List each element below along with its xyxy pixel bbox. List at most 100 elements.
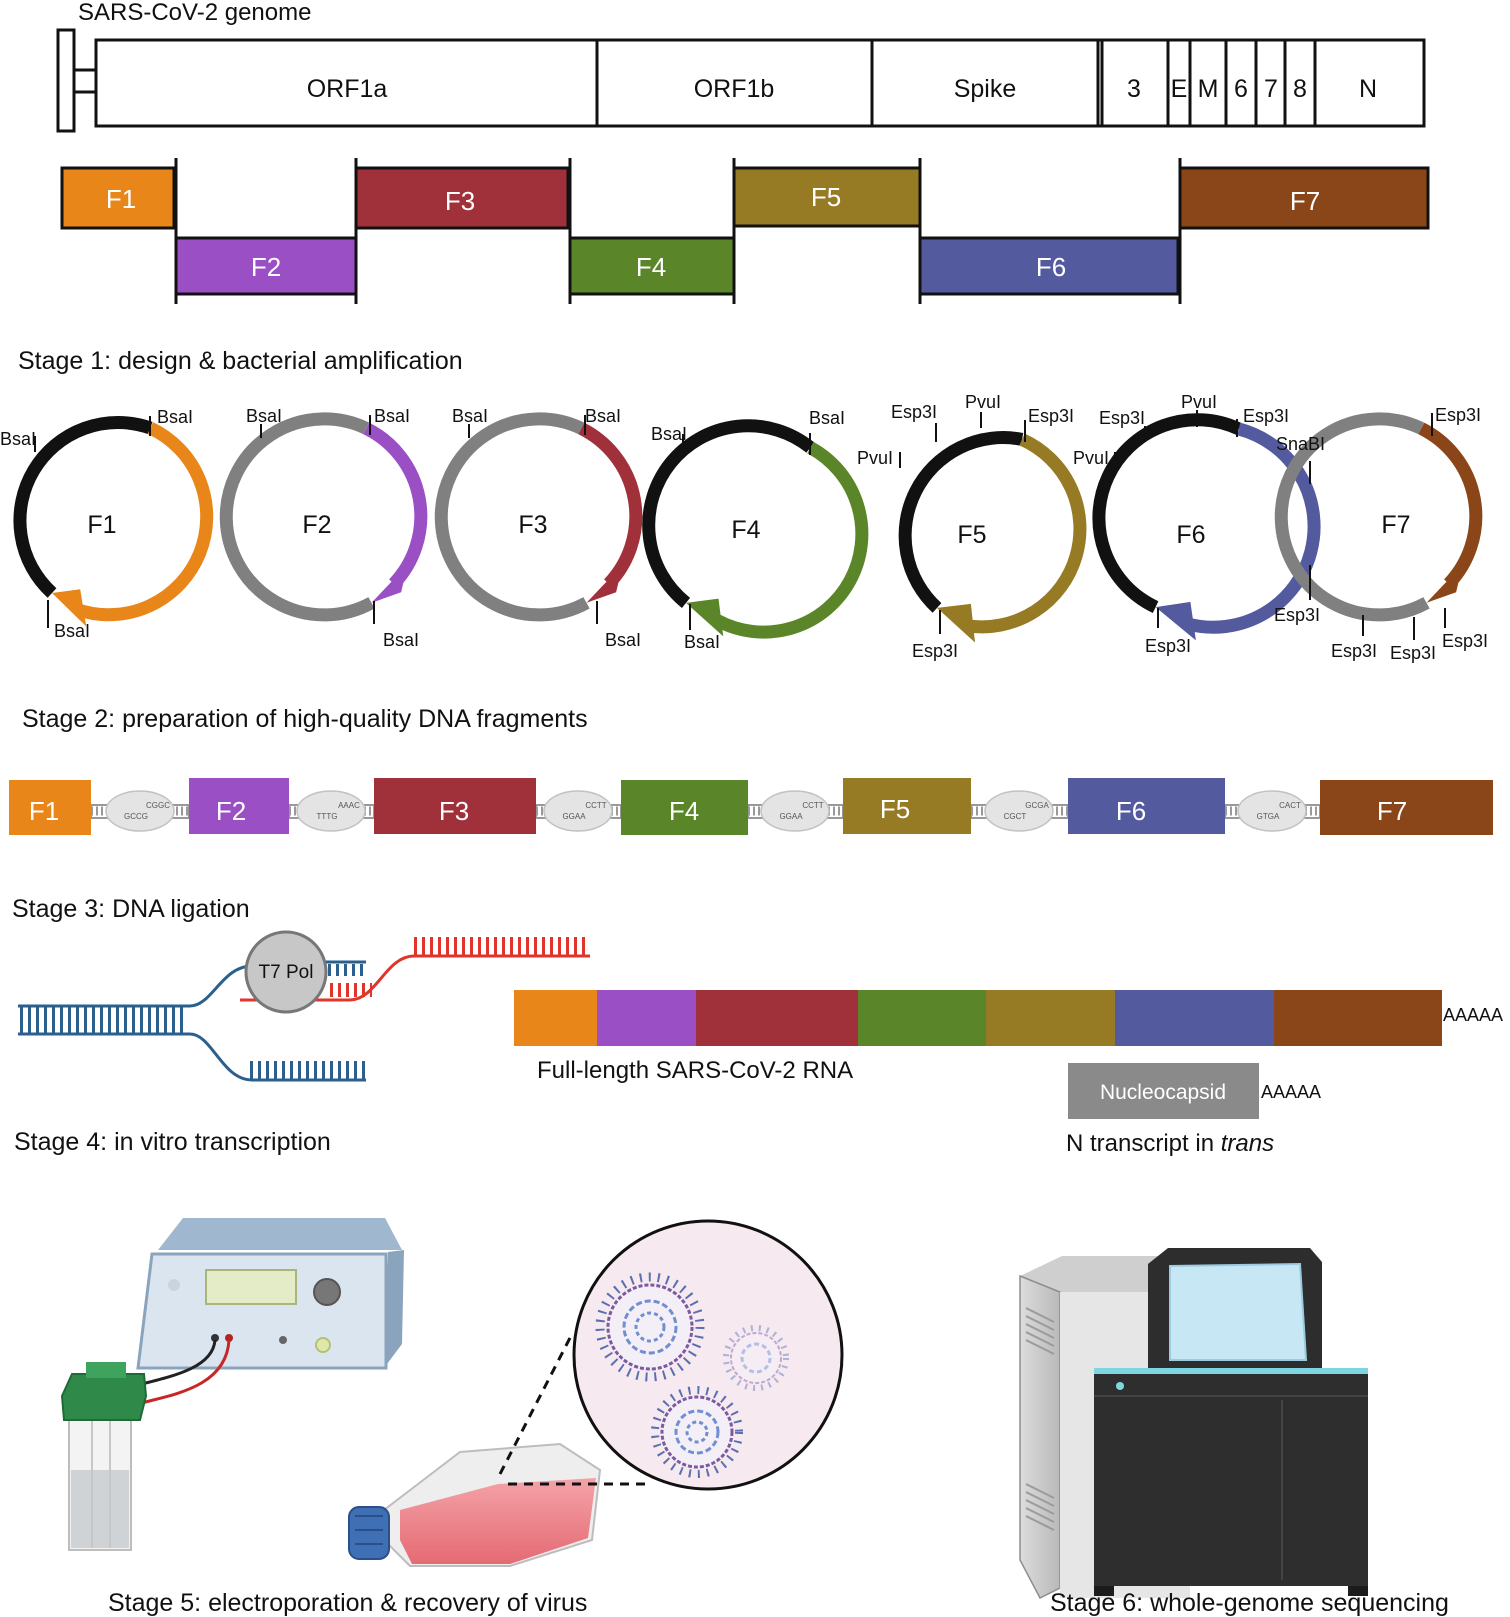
overhang-bottom: GGAA xyxy=(779,812,803,821)
plasmid-f4-insert xyxy=(714,441,869,639)
tile-label-f3: F3 xyxy=(445,186,475,216)
stage5-title: Stage 5: electroporation & recovery of v… xyxy=(108,1589,587,1617)
site-label: BsaI xyxy=(54,621,90,641)
genome-outline xyxy=(94,38,1426,128)
tile-f3 xyxy=(354,166,570,230)
plasmid-f1-insert xyxy=(75,422,214,622)
rna-segment-f2 xyxy=(597,990,697,1046)
rna-segment-f3 xyxy=(696,990,859,1046)
tile-f4 xyxy=(568,236,736,296)
fragment-f2 xyxy=(189,778,289,834)
overhang-cloud xyxy=(105,790,175,832)
status-light xyxy=(279,1336,287,1344)
vent-slot xyxy=(1025,1315,1055,1331)
overhang-top: AAAC xyxy=(338,801,360,810)
gene-label-m: M xyxy=(1198,75,1219,103)
plasmid-f1: BsaI BsaI BsaI F1 xyxy=(0,407,214,641)
vent-slot xyxy=(1025,1507,1055,1523)
site-label: BsaI xyxy=(684,632,720,652)
site-label: Esp3I xyxy=(1145,636,1191,656)
full-length-rna: AAAAA Full-length SARS-CoV-2 RNA xyxy=(514,990,1503,1084)
power-button xyxy=(1116,1382,1124,1390)
fragment-label-f5: F5 xyxy=(880,794,910,824)
n-caption-italic: trans xyxy=(1221,1130,1274,1157)
plasmid-f7-backbone xyxy=(1274,412,1430,622)
overhang-top: CGGC xyxy=(146,801,170,810)
plasmid-f2-insert xyxy=(363,422,428,589)
site-label: Esp3I xyxy=(1331,641,1377,661)
site-label: Esp3I xyxy=(912,641,958,661)
site-label: BsaI xyxy=(157,407,193,427)
overhang-cloud xyxy=(296,790,366,832)
site-label: Esp3I xyxy=(891,402,937,422)
plasmid-f7-insert xyxy=(1418,422,1483,589)
tile-label-f2: F2 xyxy=(251,252,281,282)
vent-slot xyxy=(1025,1339,1055,1355)
plasmid-f6-arrowhead xyxy=(1155,601,1196,641)
side-vents xyxy=(1025,1307,1055,1531)
stage1-title: Stage 1: design & bacterial amplificatio… xyxy=(18,347,463,375)
overhang-cloud xyxy=(543,790,613,832)
zoom-line xyxy=(498,1333,574,1475)
overhang-bottom: GCCG xyxy=(124,812,148,821)
fragment-label-f7: F7 xyxy=(1377,796,1407,826)
cuvette-cap-top xyxy=(86,1362,126,1378)
site-label: BsaI xyxy=(374,406,410,426)
overhang-bottom: GGAA xyxy=(562,812,586,821)
site-label: PvuI xyxy=(1073,448,1109,468)
plasmid-label-f1: F1 xyxy=(87,511,116,539)
t7-polymerase xyxy=(244,930,328,1014)
transcription-illustration: T7 Pol xyxy=(18,930,590,1082)
site-label: BsaI xyxy=(585,406,621,426)
fragment-f5 xyxy=(843,778,971,834)
site-label: BsaI xyxy=(651,424,687,444)
electroporator xyxy=(99,1218,404,1410)
site-label: PvuI xyxy=(857,448,893,468)
sequencer xyxy=(1019,1248,1368,1599)
overhang-bottom: TTTG xyxy=(317,812,338,821)
plasmid-f4: BsaI BsaI BsaI F4 xyxy=(642,408,869,652)
gene-label-orf3: 3 xyxy=(1127,75,1141,103)
sequencer-foot xyxy=(1348,1586,1368,1596)
virus-magnified-view xyxy=(572,1219,844,1491)
site-label: Esp3I xyxy=(1390,643,1436,663)
overhang-cloud xyxy=(984,790,1054,832)
ligation-link: GCGA CGCT xyxy=(970,790,1069,832)
rna-caption: Full-length SARS-CoV-2 RNA xyxy=(537,1057,853,1084)
overhang-top: GCGA xyxy=(1025,801,1049,810)
plasmid-f3-backbone xyxy=(434,412,590,622)
monitor-screen xyxy=(1169,1262,1308,1361)
plasmid-f5-insert xyxy=(966,433,1087,634)
vent-slot xyxy=(1025,1515,1055,1531)
site-label: PvuI xyxy=(1181,392,1217,412)
flask-medium xyxy=(400,1478,596,1564)
virion-spikes xyxy=(723,1325,789,1391)
gene-label-n: N xyxy=(1359,75,1377,103)
plasmid-f4-backbone xyxy=(642,419,815,608)
virion-genome xyxy=(740,1342,772,1374)
plasmid-label-f2: F2 xyxy=(302,511,331,539)
tile-label-f6: F6 xyxy=(1036,252,1066,282)
plasmid-f3-insert xyxy=(578,422,643,589)
tile-label-f5: F5 xyxy=(811,182,841,212)
overhang-bottom: CGCT xyxy=(1004,812,1027,821)
rna-segment-f7 xyxy=(1274,990,1442,1046)
plasmid-f2: BsaI BsaI BsaI F2 xyxy=(219,406,428,650)
stage2-title: Stage 2: preparation of high-quality DNA… xyxy=(22,705,588,733)
fragment-label-f6: F6 xyxy=(1116,796,1146,826)
genome-title: SARS-CoV-2 genome xyxy=(78,0,311,26)
vent-slot xyxy=(1025,1307,1055,1323)
tile-label-f1: F1 xyxy=(106,184,136,214)
site-label: Esp3I xyxy=(1243,406,1289,426)
vent-slot xyxy=(1025,1491,1055,1507)
site-label: Esp3I xyxy=(1099,408,1145,428)
sequencer-front-highlight xyxy=(1094,1368,1368,1374)
virion-large xyxy=(595,1272,705,1382)
vent-slot xyxy=(1025,1483,1055,1499)
stage4-title: Stage 4: in vitro transcription xyxy=(14,1128,331,1156)
site-label: BsaI xyxy=(246,406,282,426)
overhang-top: CCTT xyxy=(585,801,606,810)
fragment-tiling: F1 F2 F3 F4 F5 F6 F7 xyxy=(60,158,1430,304)
plasmid-f2-arrowhead xyxy=(371,564,408,603)
plasmid-label-f5: F5 xyxy=(957,521,986,549)
